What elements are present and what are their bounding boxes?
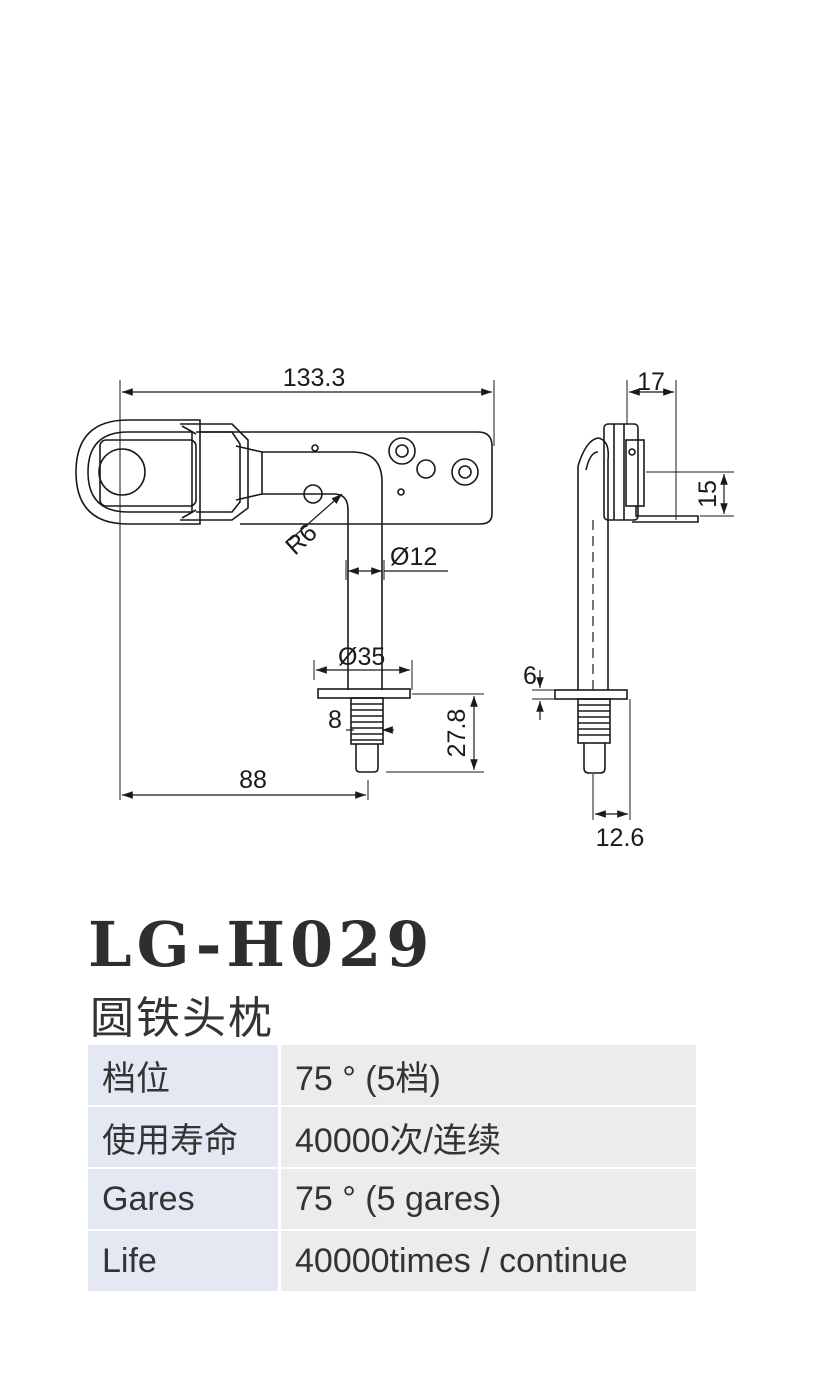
front-view [75, 380, 495, 800]
spec-table: 档位 75 ° (5档) 使用寿命 40000次/连续 Gares 75 ° (… [88, 1045, 696, 1293]
table-row: Life 40000times / continue [88, 1230, 696, 1293]
dim-rod-diameter: Ø12 [390, 543, 437, 571]
table-row: Gares 75 ° (5 gares) [88, 1168, 696, 1231]
table-row: 档位 75 ° (5档) [88, 1045, 696, 1107]
spec-label: 使用寿命 [88, 1106, 281, 1169]
side-view [532, 380, 734, 820]
spec-value: 40000次/连续 [279, 1106, 696, 1169]
dim-pin-height: 27.8 [443, 709, 471, 758]
spec-label: Life [88, 1230, 281, 1293]
product-name: 圆铁头枕 [90, 994, 274, 1043]
table-row: 使用寿命 40000次/连续 [88, 1106, 696, 1169]
side-dimension-lines [536, 388, 728, 818]
spec-value: 75 ° (5档) [279, 1045, 696, 1107]
spec-value: 75 ° (5 gares) [279, 1168, 696, 1231]
dim-overall-length: 133.3 [283, 364, 346, 392]
front-dimension-lines [122, 388, 492, 799]
dim-flange-thickness: 6 [523, 662, 537, 690]
technical-drawing: 133.3 R6 Ø12 Ø35 8 27.8 88 17 15 6 12.6 [75, 364, 734, 852]
dim-pivot-to-pin: 88 [239, 766, 267, 794]
dim-flange-diameter: Ø35 [338, 643, 385, 671]
spec-label: 档位 [88, 1045, 281, 1107]
spec-value: 40000times / continue [279, 1230, 696, 1293]
model-number: LG-H029 [88, 908, 435, 981]
dim-thread-length: 8 [328, 706, 342, 734]
dim-side-height: 15 [694, 480, 722, 508]
spec-label: Gares [88, 1168, 281, 1231]
dim-side-offset: 12.6 [596, 824, 645, 852]
dim-side-width: 17 [637, 368, 665, 396]
